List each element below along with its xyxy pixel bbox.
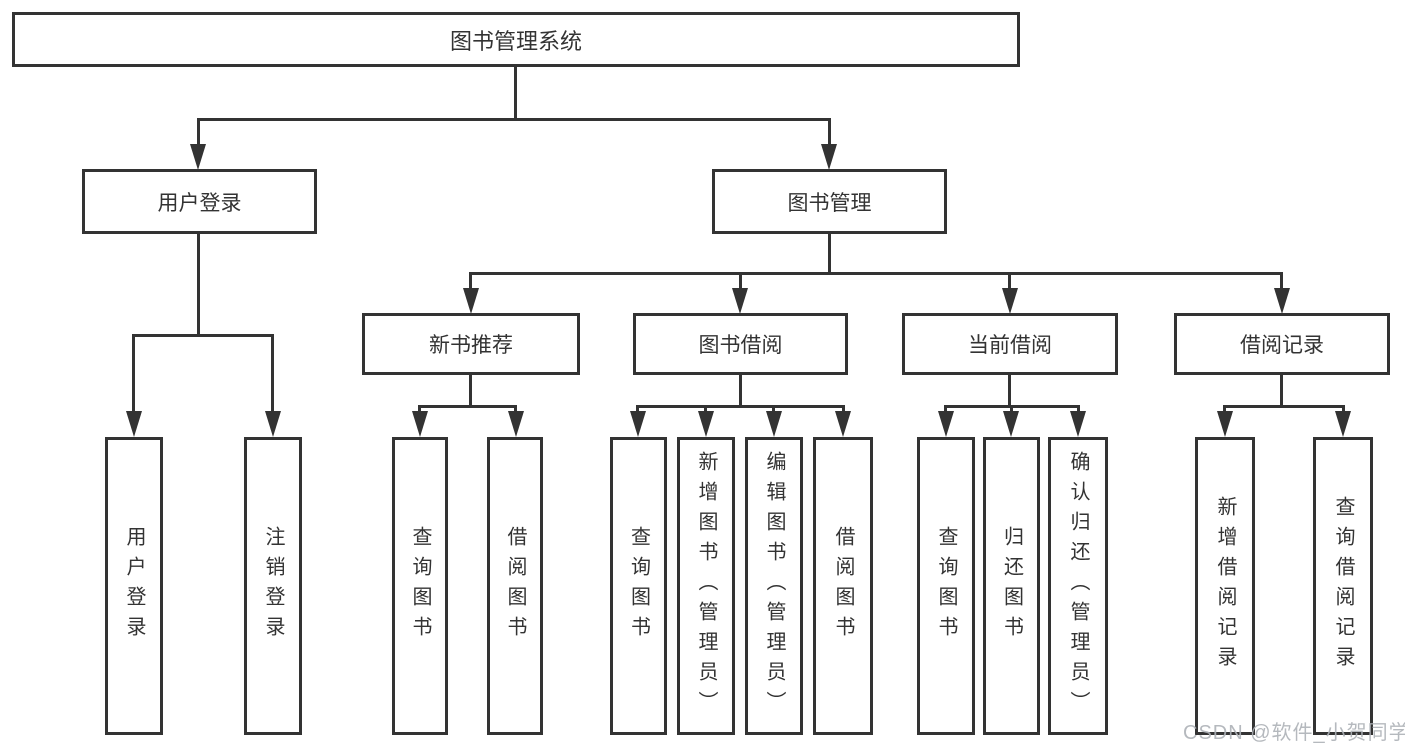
leaf-label: 借阅图书 xyxy=(504,526,526,646)
node-new-book-recommend: 新书推荐 xyxy=(362,313,580,375)
leaf-borrow-books-1: 借阅图书 xyxy=(487,437,543,735)
connector-line-v xyxy=(772,405,775,414)
leaf-user-login: 用户登录 xyxy=(105,437,163,735)
connector-line-v xyxy=(514,67,517,118)
leaf-edit-books-admin: 编辑图书（管理员） xyxy=(745,437,803,735)
arrow-down-icon xyxy=(821,144,837,170)
arrow-down-icon xyxy=(938,411,954,437)
connector-line-v xyxy=(636,405,639,414)
leaf-label: 借阅图书 xyxy=(832,526,854,646)
arrow-down-icon xyxy=(732,288,748,314)
connector-line-v xyxy=(828,234,831,275)
connector-line-v xyxy=(739,375,742,408)
leaf-add-books-admin: 新增图书（管理员） xyxy=(677,437,735,735)
node-root: 图书管理系统 xyxy=(12,12,1020,67)
arrow-down-icon xyxy=(835,411,851,437)
connector-line-v xyxy=(1280,272,1283,292)
connector-line-v xyxy=(704,405,707,414)
leaf-borrow-books-2: 借阅图书 xyxy=(813,437,873,735)
arrow-down-icon xyxy=(412,411,428,437)
connector-line-v xyxy=(514,405,517,414)
arrow-down-icon xyxy=(1217,411,1233,437)
connector-line-v xyxy=(1008,375,1011,408)
leaf-label: 查询借阅记录 xyxy=(1332,496,1354,676)
arrow-down-icon xyxy=(463,288,479,314)
leaf-label: 用户登录 xyxy=(123,526,145,646)
leaf-label: 新增图书（管理员） xyxy=(695,451,717,721)
arrow-down-icon xyxy=(1070,411,1086,437)
leaf-confirm-return-admin: 确认归还（管理员） xyxy=(1048,437,1108,735)
connector-line-v xyxy=(1008,272,1011,292)
connector-line-v xyxy=(1077,405,1080,414)
arrow-down-icon xyxy=(766,411,782,437)
connector-line-h xyxy=(636,405,845,408)
node-book-management: 图书管理 xyxy=(712,169,947,234)
connector-line-h xyxy=(132,334,274,337)
connector-line-h xyxy=(469,272,1283,275)
arrow-down-icon xyxy=(1003,411,1019,437)
connector-line-v xyxy=(418,405,421,414)
leaf-return-books: 归还图书 xyxy=(983,437,1040,735)
arrow-down-icon xyxy=(508,411,524,437)
arrow-down-icon xyxy=(630,411,646,437)
connector-line-v xyxy=(469,272,472,292)
node-current-borrow: 当前借阅 xyxy=(902,313,1118,375)
node-user-login: 用户登录 xyxy=(82,169,317,234)
connector-line-v xyxy=(1342,405,1345,414)
connector-line-v xyxy=(944,405,947,414)
connector-line-v xyxy=(842,405,845,414)
leaf-label: 查询图书 xyxy=(627,526,650,646)
watermark: CSDN @软件_小贺同学 xyxy=(1183,722,1405,744)
connector-line-v xyxy=(739,272,742,292)
leaf-label: 查询图书 xyxy=(935,526,957,646)
connector-line-v xyxy=(1010,405,1013,414)
arrow-down-icon xyxy=(265,411,281,437)
leaf-query-books-3: 查询图书 xyxy=(917,437,975,735)
connector-line-h xyxy=(418,405,517,408)
node-borrow-records: 借阅记录 xyxy=(1174,313,1390,375)
connector-line-v xyxy=(197,118,200,148)
connector-line-v xyxy=(197,234,200,336)
leaf-label: 归还图书 xyxy=(1000,526,1023,646)
connector-line-v xyxy=(469,375,472,408)
leaf-label: 注销登录 xyxy=(262,526,284,646)
leaf-query-books-2: 查询图书 xyxy=(610,437,667,735)
leaf-label: 查询图书 xyxy=(409,526,431,646)
arrow-down-icon xyxy=(190,144,206,170)
connector-line-v xyxy=(132,334,135,414)
leaf-label: 新增借阅记录 xyxy=(1214,496,1236,676)
connector-line-v xyxy=(271,334,274,414)
arrow-down-icon xyxy=(126,411,142,437)
node-book-borrow: 图书借阅 xyxy=(633,313,848,375)
arrow-down-icon xyxy=(1274,288,1290,314)
connector-line-v xyxy=(828,118,831,148)
connector-line-v xyxy=(1223,405,1226,414)
arrow-down-icon xyxy=(1335,411,1351,437)
leaf-query-borrow-record: 查询借阅记录 xyxy=(1313,437,1373,735)
leaf-label: 确认归还（管理员） xyxy=(1067,451,1089,721)
leaf-logout: 注销登录 xyxy=(244,437,302,735)
connector-line-h xyxy=(1223,405,1345,408)
arrow-down-icon xyxy=(698,411,714,437)
leaf-add-borrow-record: 新增借阅记录 xyxy=(1195,437,1255,735)
arrow-down-icon xyxy=(1002,288,1018,314)
connector-line-h xyxy=(197,118,831,121)
leaf-query-books-1: 查询图书 xyxy=(392,437,448,735)
connector-line-v xyxy=(1280,375,1283,408)
leaf-label: 编辑图书（管理员） xyxy=(763,451,785,721)
